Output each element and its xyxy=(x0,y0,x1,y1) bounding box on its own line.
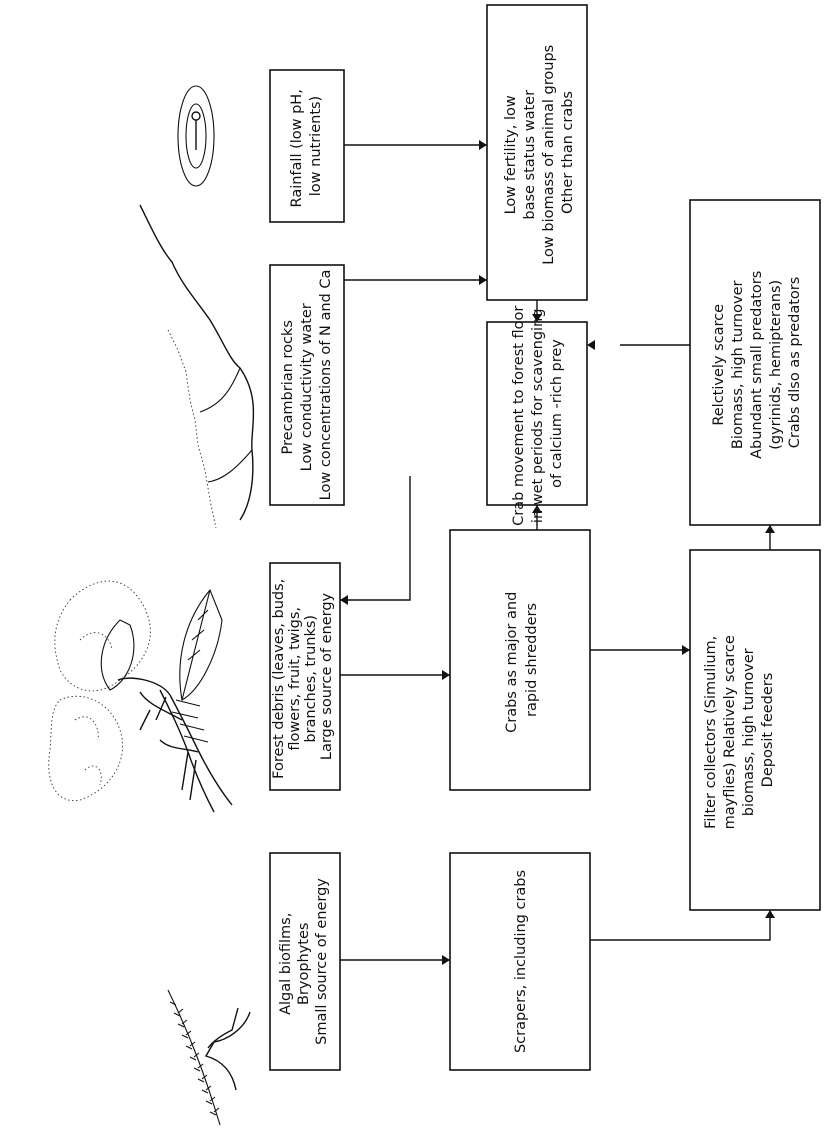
svg-text:Filter collectors (Simulium,: Filter collectors (Simulium, mayflies) R… xyxy=(703,631,776,830)
low-fertility-line-3: Low biomass of animal groups xyxy=(541,45,557,265)
algal-line-3: Small source of energy xyxy=(314,878,330,1045)
arrowheads xyxy=(340,140,775,965)
precambrian-box: Precambrian rocks Low conductivity water… xyxy=(269,264,345,506)
svg-text:Precambrian rocks Low co: Precambrian rocks Low conductivity water… xyxy=(280,270,334,501)
svg-text:Crabs as major and rapid: Crabs as major and rapid shredders xyxy=(504,587,540,733)
arrowhead-movement-top xyxy=(532,314,542,322)
svg-text:Forest debris (leaves, buds,: Forest debris (leaves, buds, flowers, fr… xyxy=(271,574,335,779)
crab-movement-line-1: Crab movement to forest floor xyxy=(511,306,527,526)
tree-illustration xyxy=(48,580,233,813)
forest-debris-line-4: Large source of energy xyxy=(319,592,335,760)
svg-text:Scrapers, including crabs: Scrapers, including crabs xyxy=(513,870,529,1053)
precambrian-line-3: Low concentrations of N and Ca xyxy=(318,270,334,501)
predators-line-4: (gyrinids, hemipterans) xyxy=(768,280,784,450)
shredders-line-1: Crabs as major and xyxy=(504,592,520,733)
arrowhead-movement-bottom xyxy=(532,505,542,513)
filter-collectors-box: Filter collectors (Simulium, mayflies) R… xyxy=(689,549,821,911)
precambrian-line-2: Low conductivity water xyxy=(299,303,315,471)
svg-text:Algal biofilms, Bryophyt: Algal biofilms, Bryophytes Small source … xyxy=(278,878,330,1045)
crab-movement-box: Crab movement to forest floor in wet per… xyxy=(486,301,588,526)
low-fertility-line-2: base status water xyxy=(522,90,538,220)
shredders-box: Crabs as major and rapid shredders xyxy=(449,529,591,791)
svg-text:Rainfall (low pH, low nu: Rainfall (low pH, low nutrients) xyxy=(289,85,324,208)
filter-collectors-line-5: Deposit feeders xyxy=(760,673,776,788)
predators-line-5: Crabs dlso as predators xyxy=(787,277,803,449)
arrowhead-filter-shredders xyxy=(682,645,690,655)
arrow-scrapers-to-filter xyxy=(590,910,771,941)
algal-line-2: Bryophytes xyxy=(296,923,312,1006)
low-fertility-line-4: Other than crabs xyxy=(560,91,576,214)
algal-line-1: Algal biofilms, xyxy=(278,913,294,1015)
predators-line-2: Biomass, high turnover xyxy=(730,281,746,450)
filter-collectors-line-1: Filter collectors (Simulium, xyxy=(703,636,719,829)
forest-debris-box: Forest debris (leaves, buds, flowers, fr… xyxy=(269,562,341,791)
forest-debris-line-2: flowers, fruit, twigs, xyxy=(287,607,303,751)
crab-movement-line-3: of calcium -rich prey xyxy=(549,339,565,488)
scrapers-box: Scrapers, including crabs xyxy=(449,852,591,1071)
svg-text:Crab movement to forest floor: Crab movement to forest floor in wet per… xyxy=(511,301,565,526)
predators-box: Relctively scarce Biomass, high turnover… xyxy=(689,199,821,526)
arrowhead-fertility-rocks xyxy=(479,275,487,285)
arrowhead-scrapers xyxy=(442,955,450,965)
algal-box: Algal biofilms, Bryophytes Small source … xyxy=(269,852,341,1071)
filter-collectors-line-2: mayflies) Relatively scarce xyxy=(722,635,738,829)
predators-line-1: Relctively scarce xyxy=(711,304,727,426)
arrowhead-movement-predators xyxy=(587,340,595,350)
algae-bryophyte-illustration xyxy=(167,989,251,1126)
rainfall-line-2: low nutrients) xyxy=(308,96,324,196)
arrowhead-fertility-rain xyxy=(479,140,487,150)
arrowhead-debris xyxy=(340,595,348,605)
predators-line-3: Abundant small predators xyxy=(749,271,765,459)
low-fertility-box: Low fertility, low base status water Low… xyxy=(486,4,588,301)
forest-debris-line-3: branches, trunks) xyxy=(303,615,319,743)
low-fertility-line-1: Low fertility, low xyxy=(503,95,519,214)
svg-text:Low fertility, low base: Low fertility, low base status water Low… xyxy=(503,40,576,265)
crab-movement-line-2: in wet periods for scavenging xyxy=(530,309,546,524)
arrowhead-predators xyxy=(765,525,775,533)
precambrian-line-1: Precambrian rocks xyxy=(280,320,296,454)
arrowhead-shredders xyxy=(442,670,450,680)
scrapers-line-1: Scrapers, including crabs xyxy=(513,870,529,1053)
arrowhead-filter-scrapers xyxy=(765,910,775,918)
rainfall-line-1: Rainfall (low pH, xyxy=(289,89,305,207)
rainfall-box: Rainfall (low pH, low nutrients) xyxy=(269,69,345,223)
arrow-movement-to-debris xyxy=(340,476,411,601)
filter-collectors-line-3: biomass, high turnover xyxy=(741,648,757,816)
flow-arrows xyxy=(340,144,771,961)
forest-debris-line-1: Forest debris (leaves, buds, xyxy=(271,579,287,779)
rain-gauge-illustration xyxy=(177,85,215,187)
shredders-line-2: rapid shredders xyxy=(524,603,540,717)
mountains-illustration xyxy=(139,204,255,529)
svg-text:Relctively scarce Biomas: Relctively scarce Biomass, high turnover… xyxy=(711,266,803,459)
